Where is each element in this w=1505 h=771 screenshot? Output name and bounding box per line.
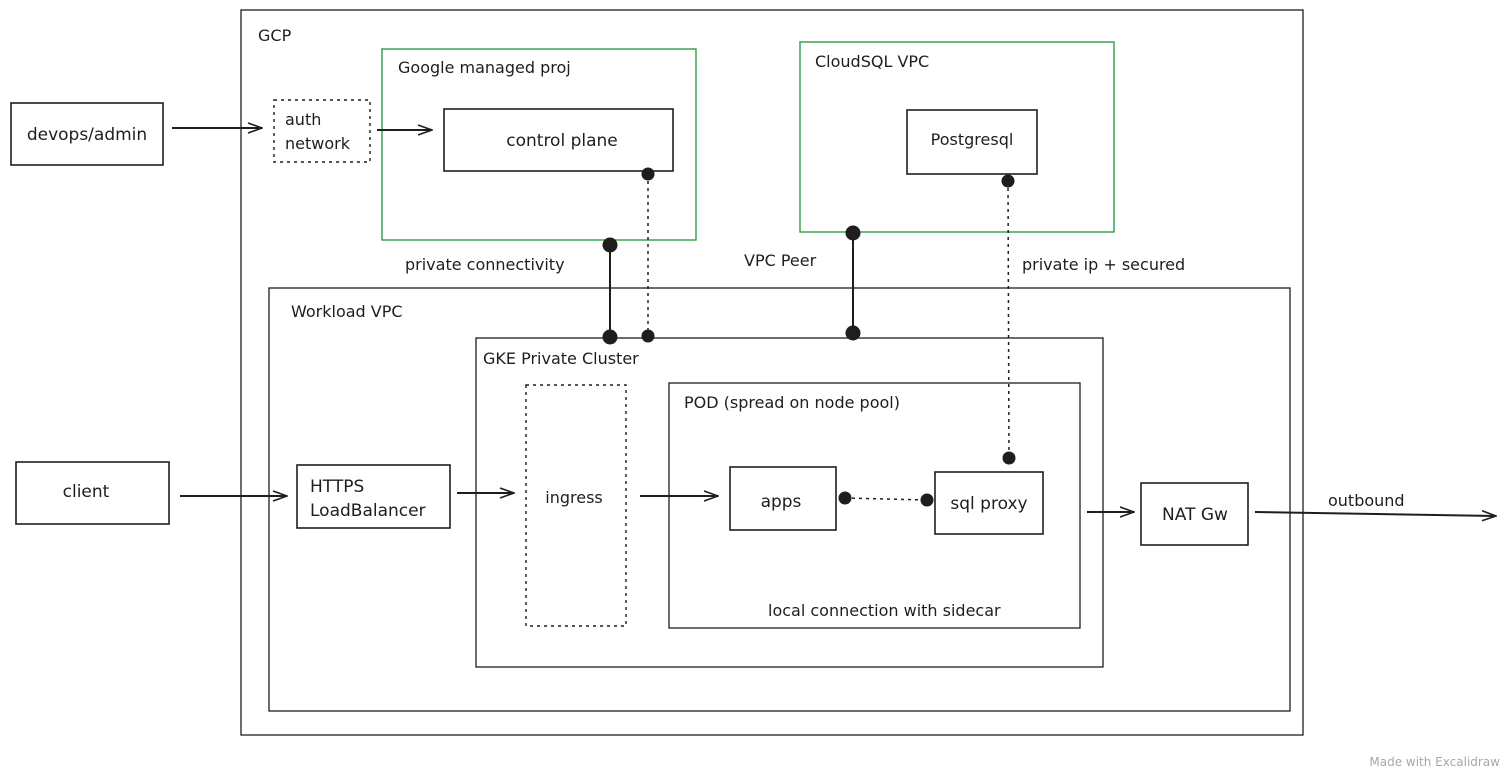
ingress-node bbox=[525, 384, 627, 627]
control-plane-dot-top bbox=[641, 167, 655, 181]
vpc-peer-label: VPC Peer bbox=[744, 251, 817, 270]
gke-private-cluster-group bbox=[475, 337, 1104, 668]
excalidraw-watermark: Made with Excalidraw bbox=[1369, 755, 1500, 769]
https-loadbalancer-label-line2: LoadBalancer bbox=[310, 501, 426, 521]
private-ip-label: private ip + secured bbox=[1022, 255, 1185, 274]
nat-gateway-label: NAT Gw bbox=[1162, 505, 1228, 525]
control-plane-dot-bottom bbox=[641, 329, 655, 343]
outbound-label: outbound bbox=[1328, 491, 1405, 510]
devops-admin-label: devops/admin bbox=[27, 125, 147, 145]
gcp-boundary bbox=[240, 9, 1304, 736]
workload-vpc-label: Workload VPC bbox=[291, 302, 403, 321]
https-loadbalancer-node bbox=[296, 464, 451, 529]
sql-proxy-node bbox=[934, 471, 1044, 535]
control-plane-node bbox=[443, 108, 674, 172]
client-node bbox=[15, 461, 170, 525]
auth-network-node bbox=[273, 99, 371, 163]
nat-to-outbound-arrow bbox=[1254, 512, 1496, 516]
private-connectivity-label: private connectivity bbox=[405, 255, 565, 274]
apps-to-sqlproxy-connector bbox=[844, 497, 928, 501]
nat-gateway-node bbox=[1140, 482, 1249, 546]
devops-admin-node bbox=[10, 102, 164, 166]
vpc-peer-dot-bottom bbox=[845, 325, 861, 341]
workload-vpc-group bbox=[268, 287, 1291, 712]
private-connectivity-dot-top bbox=[602, 237, 618, 253]
pod-label: POD (spread on node pool) bbox=[684, 393, 900, 412]
apps-node bbox=[729, 466, 837, 531]
control-plane-label: control plane bbox=[506, 131, 618, 151]
apps-connector-dot bbox=[838, 491, 852, 505]
cloudsql-vpc-label: CloudSQL VPC bbox=[815, 52, 929, 71]
auth-network-label-line1: auth bbox=[285, 110, 321, 129]
private-connectivity-dot-bottom bbox=[602, 329, 618, 345]
vpc-peer-dot-top bbox=[845, 225, 861, 241]
cloudsql-vpc-group bbox=[799, 41, 1115, 233]
sql-proxy-label: sql proxy bbox=[950, 494, 1027, 514]
postgresql-label: Postgresql bbox=[931, 130, 1014, 149]
apps-label: apps bbox=[761, 492, 802, 512]
postgres-connector-dot-top bbox=[1001, 174, 1015, 188]
postgresql-node bbox=[906, 109, 1038, 175]
auth-network-label-line2: network bbox=[285, 134, 351, 153]
postgres-connector-dot-bottom bbox=[1002, 451, 1016, 465]
local-connection-label: local connection with sidecar bbox=[768, 601, 1001, 620]
gcp-label: GCP bbox=[258, 26, 292, 45]
sqlproxy-connector-dot bbox=[920, 493, 934, 507]
gke-private-cluster-label: GKE Private Cluster bbox=[483, 349, 639, 368]
google-managed-project-group bbox=[381, 48, 697, 241]
pod-group bbox=[668, 382, 1081, 629]
postgres-to-sqlproxy-connector bbox=[1007, 180, 1010, 459]
ingress-label: ingress bbox=[545, 488, 602, 507]
client-label: client bbox=[63, 482, 110, 502]
https-loadbalancer-label-line1: HTTPS bbox=[310, 477, 364, 497]
google-managed-project-label: Google managed proj bbox=[398, 58, 571, 77]
